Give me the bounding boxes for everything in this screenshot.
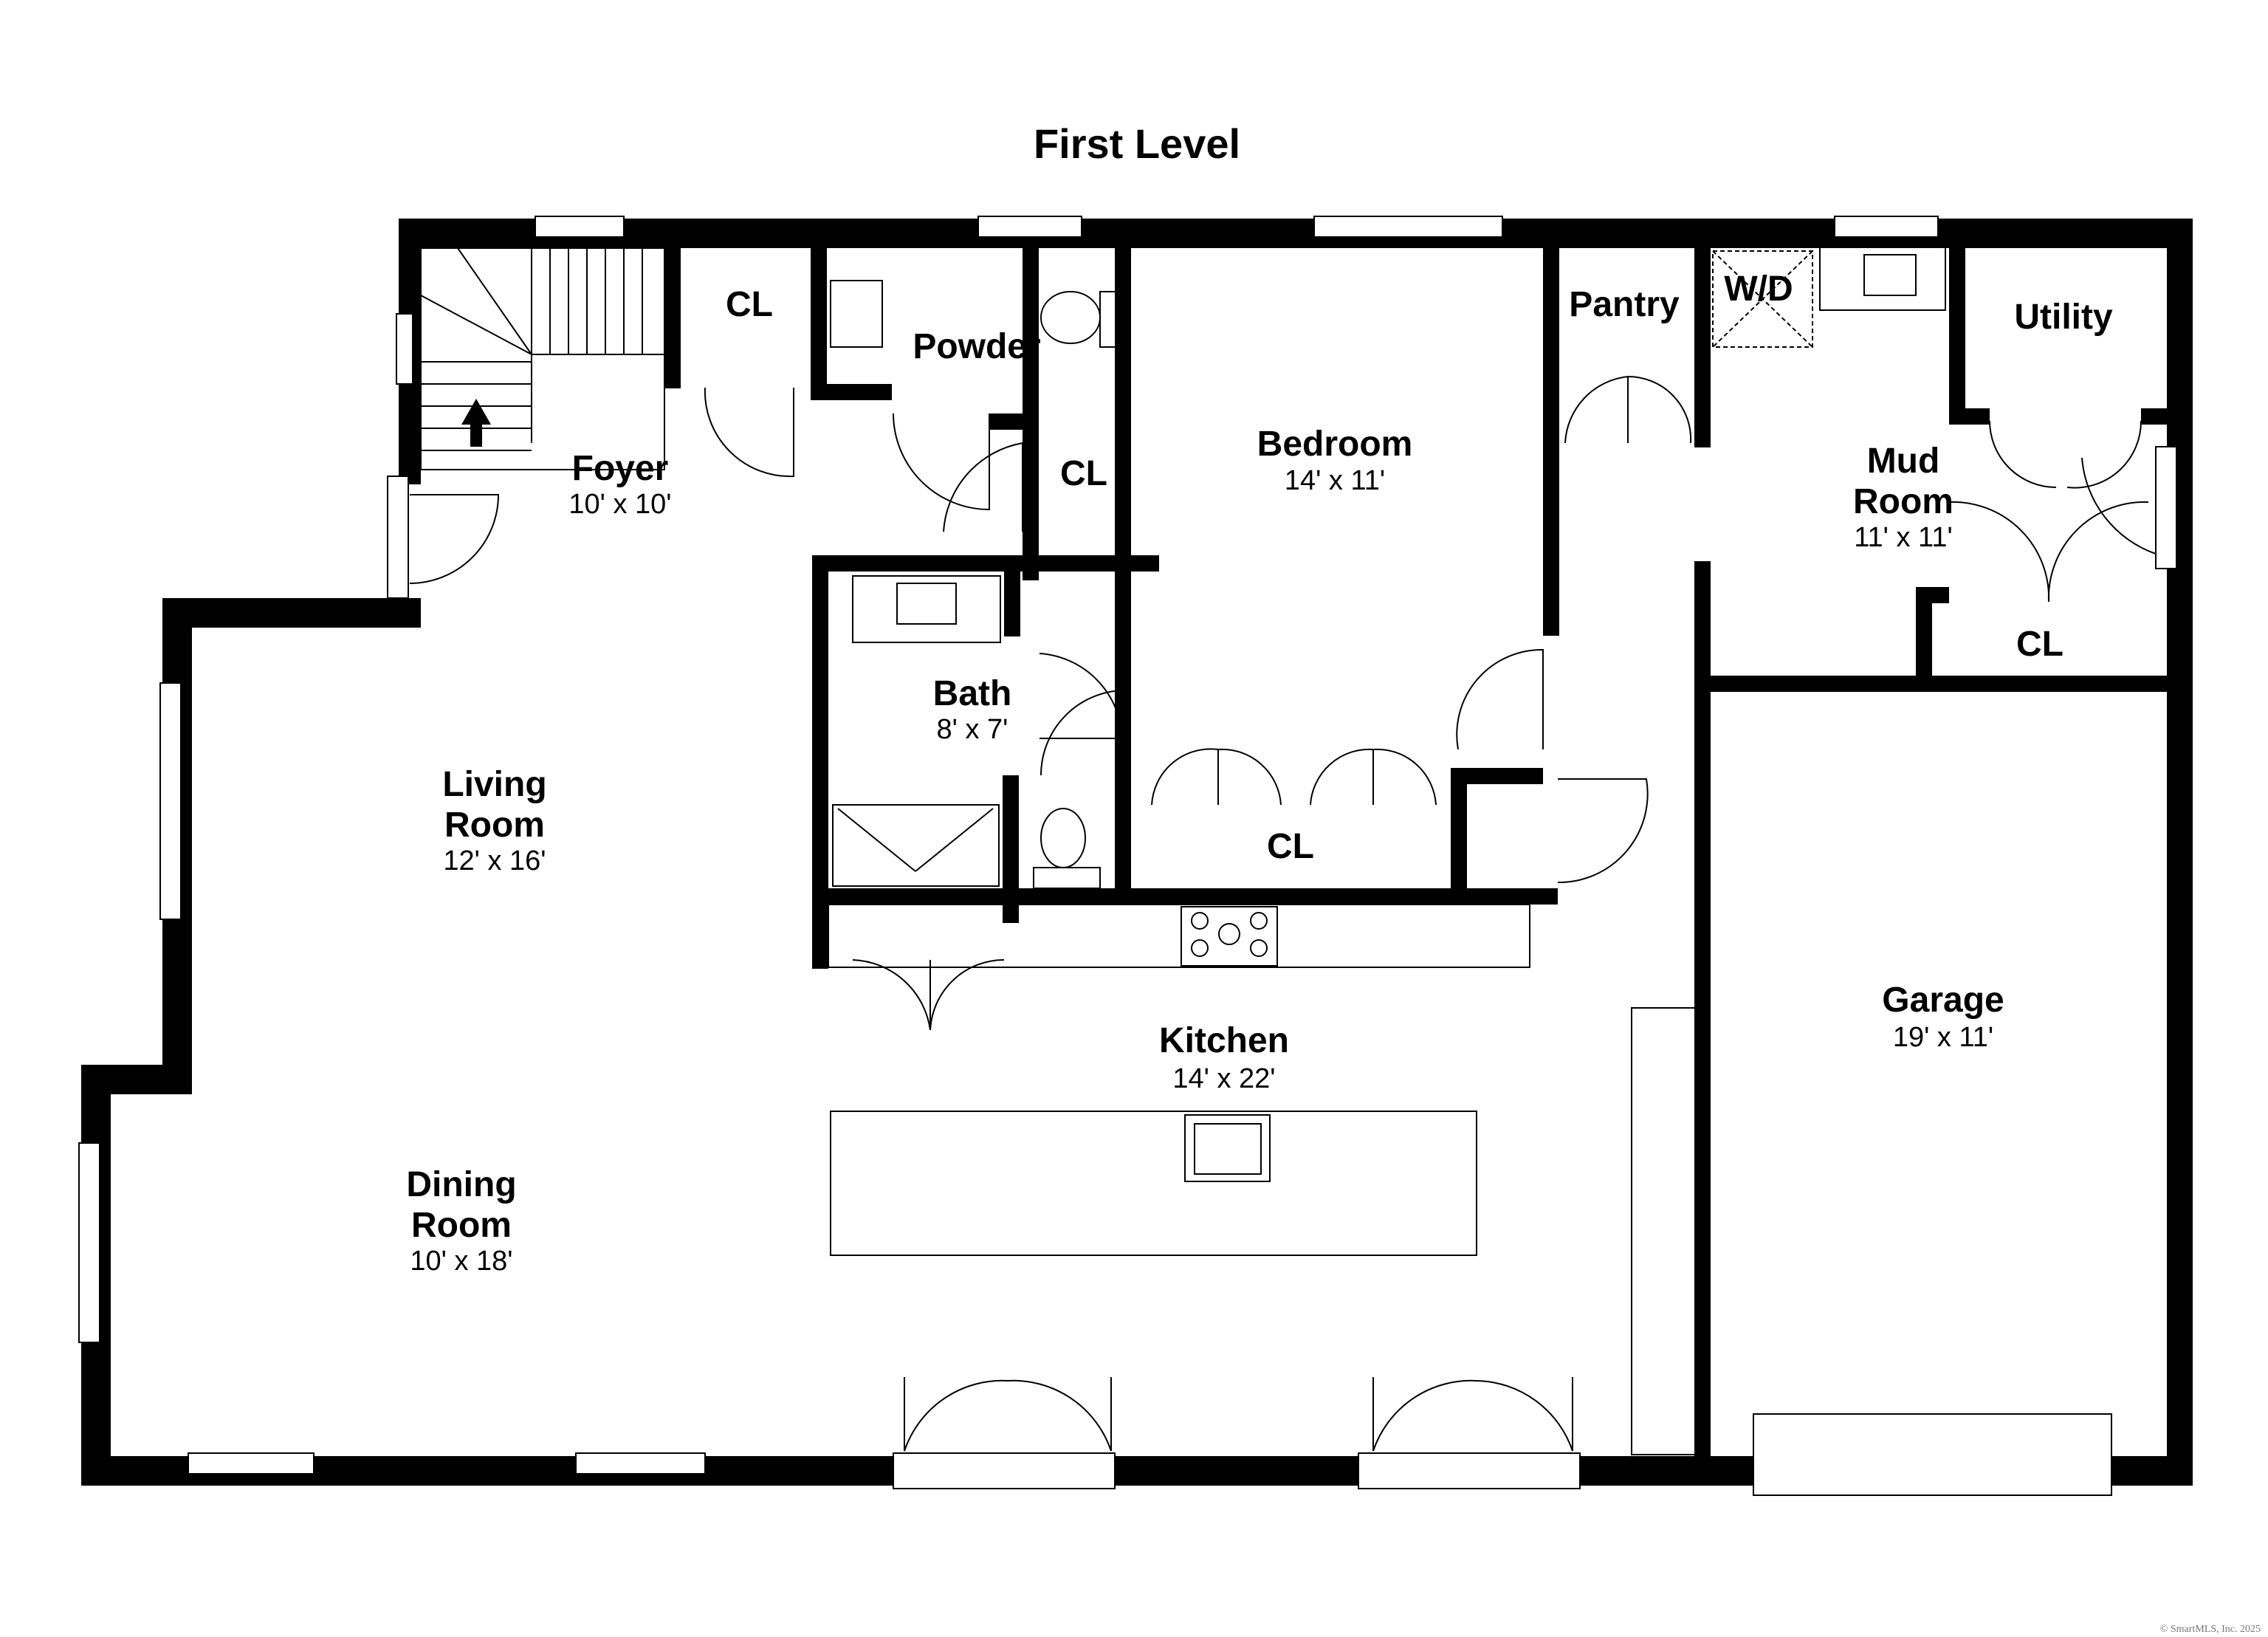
bath-toilet [1040,808,1086,868]
fixtures [828,243,1946,1455]
living-room-name-line2: Room [444,806,545,845]
cooktop [1181,906,1278,967]
pantry-name: Pantry [1569,285,1680,324]
utility-name: Utility [2014,298,2113,337]
kitchen-dims: 14' x 22' [1172,1063,1275,1094]
interior-walls [664,233,2182,1477]
mud-room-name-line2: Room [1853,482,1953,521]
dining-room-name-line2: Room [411,1206,512,1245]
bedroom-name: Bedroom [1257,425,1413,464]
island-sink [1184,1114,1271,1182]
powder-toilet [1040,291,1101,344]
tall-cabinet [1631,1007,1697,1455]
wd-name: W/D [1724,270,1793,309]
garage-dims: 19' x 11' [1893,1022,1993,1053]
dining-room-name-line1: Dining [406,1165,516,1204]
powder-name: Powder [913,327,1040,366]
stairs [420,247,665,470]
kitchen-counter [828,904,1530,968]
living-room-name-line1: Living [442,765,546,804]
laundry-sink [1819,243,1946,311]
mud-room-name-line1: Mud [1867,442,1940,481]
wd-unit [1712,250,1813,348]
doors [409,375,2157,1452]
kitchen-island [830,1111,1477,1256]
plan-title: First Level [1034,120,1240,167]
bedroom-dims: 14' x 11' [1285,465,1385,496]
cl-powder-name: CL [1060,454,1107,493]
windows [78,216,2177,1496]
up-arrow-icon [461,399,491,447]
dining-room-dims: 10' x 18' [410,1246,512,1277]
foyer-dims: 10' x 10' [568,489,671,520]
kitchen-name: Kitchen [1159,1021,1289,1060]
powder-sink [830,280,883,348]
bath-vanity [852,575,1001,643]
copyright-credit: © SmartMLS, Inc. 2025 [2160,1624,2261,1635]
bath-name: Bath [933,674,1012,713]
cl-foyer-name: CL [726,285,773,324]
garage-name: Garage [1882,981,2004,1020]
mud-room-dims: 11' x 11' [1854,522,1953,553]
foyer-name: Foyer [572,449,669,488]
room-labels: Foyer 10' x 10' CL Powder CL Bedroom 14'… [406,270,2113,1277]
bath-dims: 8' x 7' [937,714,1008,745]
shower [832,804,1000,887]
exterior-walls [81,219,2193,1486]
cl-mud-name: CL [2016,625,2063,664]
cl-bedroom-name: CL [1267,827,1314,866]
living-room-dims: 12' x 16' [443,845,546,876]
